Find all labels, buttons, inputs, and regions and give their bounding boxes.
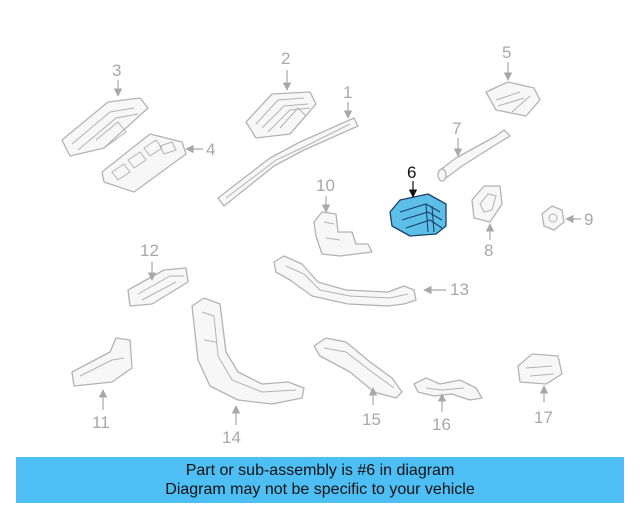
part-1-defroster-duct[interactable]: 1 — [217, 83, 359, 207]
part-7-tube[interactable]: 7 — [437, 119, 511, 182]
callout-17: 17 — [534, 408, 553, 427]
part-12-vent-module[interactable]: 12 — [127, 241, 189, 307]
part-15-rear-duct[interactable]: 15 — [313, 337, 403, 429]
callout-12: 12 — [140, 241, 159, 260]
callout-1: 1 — [343, 83, 352, 102]
part-2-center-vent[interactable]: 2 — [245, 49, 317, 139]
part-9-clip[interactable]: 9 — [541, 205, 593, 231]
part-14-l-duct[interactable]: 14 — [191, 297, 305, 447]
banner-line-2: Diagram may not be specific to your vehi… — [165, 481, 475, 498]
part-6-air-vent-highlighted[interactable]: 6 — [389, 163, 447, 237]
callout-6: 6 — [407, 163, 416, 182]
callout-4: 4 — [206, 140, 215, 159]
part-4-switch-panel[interactable]: 4 — [101, 133, 215, 193]
callout-9: 9 — [584, 210, 593, 229]
part-13-floor-duct[interactable]: 13 — [273, 255, 469, 307]
part-17-module[interactable]: 17 — [517, 353, 563, 427]
parts-diagram: 3 4 2 1 5 7 6 — [61, 43, 593, 447]
info-banner: Part or sub-assembly is #6 in diagram Di… — [16, 457, 624, 503]
callout-7: 7 — [452, 119, 461, 138]
part-10-duct[interactable]: 10 — [313, 176, 373, 257]
part-16-connector[interactable]: 16 — [413, 377, 483, 434]
part-8-bracket[interactable]: 8 — [471, 185, 503, 260]
banner-line-1: Part or sub-assembly is #6 in diagram — [185, 462, 455, 479]
callout-13: 13 — [450, 280, 469, 299]
part-3-vent-bezel[interactable]: 3 — [61, 61, 149, 157]
callout-3: 3 — [112, 61, 121, 80]
callout-16: 16 — [432, 415, 451, 434]
callout-14: 14 — [222, 428, 241, 447]
callout-11: 11 — [92, 413, 110, 432]
callout-2: 2 — [281, 49, 290, 68]
part-11-side-duct[interactable]: 11 — [71, 337, 133, 432]
part-5-side-vent[interactable]: 5 — [485, 43, 541, 117]
callout-8: 8 — [484, 241, 493, 260]
callout-5: 5 — [502, 43, 511, 62]
callout-15: 15 — [362, 410, 381, 429]
callout-10: 10 — [316, 176, 335, 195]
